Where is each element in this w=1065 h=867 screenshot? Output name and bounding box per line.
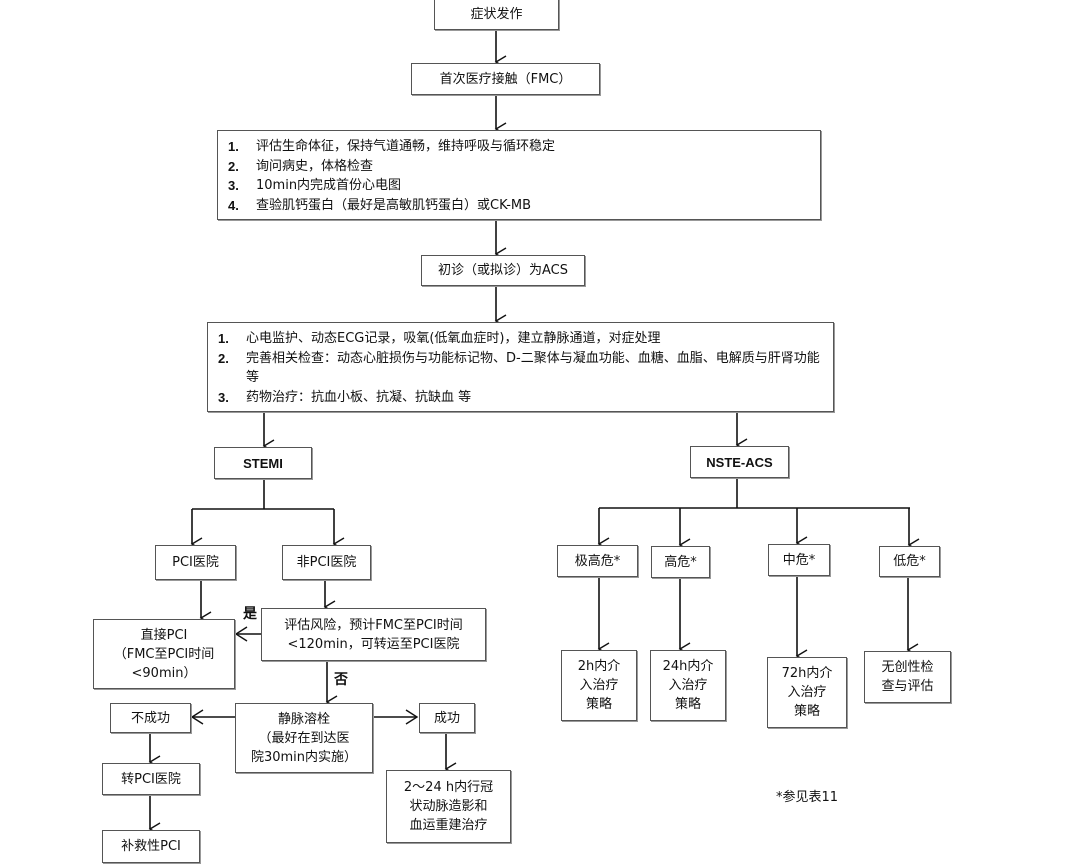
node-post-lysis-angiography: 2～24 h内行冠 状动脉造影和 血运重建治疗	[386, 770, 511, 843]
node-rescue-pci: 补救性PCI	[102, 830, 200, 863]
node-assess-risk: 评估风险，预计FMC至PCI时间 <120min，可转运至PCI医院	[261, 608, 486, 661]
list-item: 1.评估生命体征，保持气道通畅，维持呼吸与循环稳定	[228, 139, 556, 154]
node-high-strategy-label: 24h内介 入治疗 策略	[662, 659, 714, 712]
node-very-high-strategy-label: 2h内介 入治疗 策略	[577, 659, 621, 712]
node-fmc-label: 首次医疗接触（FMC）	[439, 71, 572, 87]
node-intermediate-risk: 中危*	[768, 544, 830, 576]
node-high-risk-label: 高危*	[664, 554, 697, 570]
node-rescue-pci-label: 补救性PCI	[121, 839, 181, 854]
node-non-pci-hospital: 非PCI医院	[282, 545, 371, 580]
node-low-strategy-label: 无创性检 查与评估	[881, 660, 934, 694]
node-first-medical-contact: 首次医疗接触（FMC）	[411, 63, 600, 95]
edge-label-no: 否	[334, 672, 348, 688]
node-success-label: 成功	[433, 710, 460, 726]
node-failure: 不成功	[110, 703, 191, 733]
node-very-high-strategy: 2h内介 入治疗 策略	[561, 650, 637, 721]
node-thrombolysis: 静脉溶栓 （最好在到达医 院30min内实施）	[235, 703, 373, 773]
footnote: *参见表11	[776, 790, 839, 805]
node-direct-pci-label: 直接PCI （FMC至PCI时间 <90min）	[113, 627, 215, 681]
node-very-high-risk: 极高危*	[557, 545, 638, 577]
node-intermediate-strategy-label: 72h内介 入治疗 策略	[781, 666, 833, 719]
node-failure-label: 不成功	[130, 710, 170, 726]
node-intermediate-risk-label: 中危*	[782, 552, 816, 568]
node-low-strategy: 无创性检 查与评估	[864, 651, 951, 703]
node-diagnosis: 初诊（或拟诊）为ACS	[421, 255, 585, 286]
list-item: 1.心电监护、动态ECG记录，吸氧(低氧血症时)，建立静脉通道，对症处理	[218, 331, 661, 346]
arrowhead-yes-icon	[234, 626, 248, 642]
node-stemi: STEMI	[214, 447, 312, 479]
node-nste-acs: NSTE-ACS	[690, 446, 789, 478]
node-low-risk: 低危*	[879, 546, 940, 577]
list-item: 2.完善相关检查：动态心脏损伤与功能标记物、D-二聚体与凝血功能、血糖、血脂、电…	[218, 350, 820, 386]
node-success: 成功	[419, 703, 475, 733]
node-non-pci-hospital-label: 非PCI医院	[296, 555, 357, 570]
list-item: 3.10min内完成首份心电图	[228, 178, 402, 193]
node-initial-assessment: 1.评估生命体征，保持气道通畅，维持呼吸与循环稳定 2.询问病史，体格检查 3.…	[217, 130, 821, 220]
node-stemi-label: STEMI	[243, 455, 283, 471]
arrowhead-fail-icon	[190, 709, 204, 725]
node-symptom-onset-label: 症状发作	[470, 7, 523, 22]
node-pci-hospital-label: PCI医院	[172, 555, 219, 570]
node-very-high-risk-label: 极高危*	[574, 553, 621, 569]
node-transfer-pci: 转PCI医院	[102, 763, 200, 795]
node-nste-acs-label: NSTE-ACS	[706, 454, 773, 470]
node-intermediate-strategy: 72h内介 入治疗 策略	[767, 657, 847, 728]
node-high-strategy: 24h内介 入治疗 策略	[650, 650, 726, 721]
node-low-risk-label: 低危*	[893, 554, 926, 569]
node-thrombolysis-label: 静脉溶栓 （最好在到达医 院30min内实施）	[250, 711, 358, 765]
node-pci-hospital: PCI医院	[155, 545, 236, 580]
node-direct-pci: 直接PCI （FMC至PCI时间 <90min）	[93, 619, 235, 689]
arrowhead-success-icon	[405, 709, 419, 725]
list-item: 2.询问病史，体格检查	[228, 158, 374, 174]
node-transfer-pci-label: 转PCI医院	[121, 771, 181, 787]
list-item: 3.药物治疗：抗血小板、抗凝、抗缺血 等	[218, 389, 472, 405]
node-diagnosis-label: 初诊（或拟诊）为ACS	[438, 263, 568, 278]
list-item: 4.查验肌钙蛋白（最好是高敏肌钙蛋白）或CK-MB	[228, 197, 532, 213]
node-management: 1.心电监护、动态ECG记录，吸氧(低氧血症时)，建立静脉通道，对症处理 2.完…	[207, 322, 834, 412]
node-high-risk: 高危*	[651, 546, 710, 578]
edge-label-yes: 是	[243, 606, 257, 622]
node-assess-risk-label: 评估风险，预计FMC至PCI时间 <120min，可转运至PCI医院	[284, 617, 463, 652]
node-post-lysis-label: 2～24 h内行冠 状动脉造影和 血运重建治疗	[403, 780, 494, 833]
node-symptom-onset: 症状发作	[434, 0, 559, 30]
